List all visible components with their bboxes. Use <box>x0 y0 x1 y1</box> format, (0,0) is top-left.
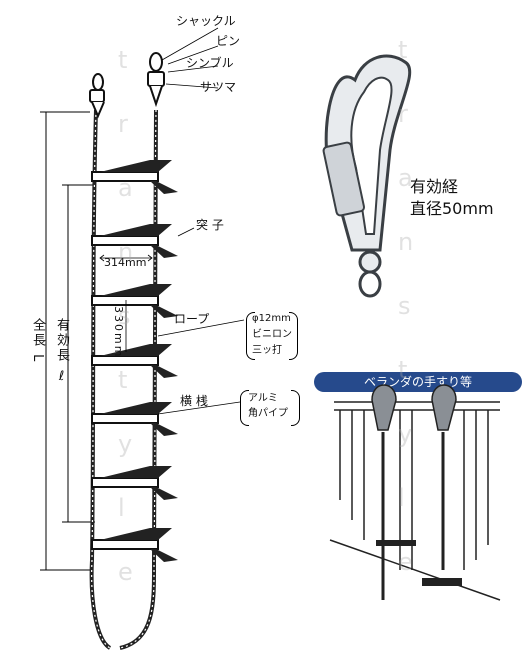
hook-caption-line2: 直径50mm <box>410 199 494 218</box>
watermark-letter: l <box>118 494 125 522</box>
rung <box>91 160 178 194</box>
rung-spacing-label: 330mm <box>112 306 125 359</box>
rope-spec-weave: 三ッ打 <box>252 345 282 356</box>
total-length-dimension <box>40 111 90 571</box>
effective-length-dimension <box>62 184 95 523</box>
rung <box>91 284 178 318</box>
watermark-letter: a <box>118 174 133 202</box>
watermark-letter: n <box>118 238 134 266</box>
carabiner-hook-icon <box>322 54 412 298</box>
railing-icon <box>329 401 501 601</box>
watermark-letter: t <box>398 36 408 64</box>
rope-spec-material: ビニロン <box>252 329 292 340</box>
rung-width-dimension <box>99 254 153 352</box>
thimble-label: シンブル <box>186 56 234 70</box>
rung-spec-material: アルミ <box>248 393 278 404</box>
total-length-label: 全長 L <box>30 318 45 364</box>
watermark-letter: r <box>398 100 408 128</box>
watermark-letter: l <box>398 484 405 512</box>
pin-label: ピン <box>216 34 241 48</box>
rung-width-label: 314mm <box>104 256 147 269</box>
sleeve-label: サツマ <box>200 80 237 94</box>
watermark-letter: t <box>398 356 408 384</box>
rung <box>91 224 178 258</box>
hook-right-icon <box>431 384 457 431</box>
effective-length-label: 有効長 ℓ <box>54 318 69 387</box>
rung <box>91 344 178 378</box>
shackle-label: シャックル <box>176 14 236 28</box>
rung <box>91 528 178 562</box>
rung <box>91 402 178 436</box>
shackle-left-icon <box>89 73 105 119</box>
hook-caption: 有効経 直径50mm <box>410 176 494 220</box>
watermark-letter: a <box>398 164 413 192</box>
watermark-letter: e <box>398 548 413 576</box>
hook-left-icon <box>371 384 397 431</box>
watermark-letter: t <box>118 366 128 394</box>
protrusion-label: 突 子 <box>196 218 224 232</box>
hanging-ropes <box>381 432 445 600</box>
shackle-right-icon <box>147 52 165 108</box>
rungs <box>91 160 178 562</box>
watermark-letter: r <box>118 110 128 138</box>
watermark-letter: n <box>398 228 414 256</box>
watermark-letter: y <box>118 430 133 458</box>
hanging-rungs <box>376 540 462 586</box>
watermark-letter: s <box>118 302 131 330</box>
rope-spec-diameter: φ12mm <box>252 313 291 324</box>
watermark-letter: e <box>118 558 133 586</box>
leader-lines <box>157 27 245 415</box>
hook-caption-line1: 有効経 <box>410 177 459 196</box>
watermark-letter: t <box>118 46 128 74</box>
rung-label: 横 桟 <box>180 394 208 408</box>
watermark-letter: s <box>398 292 411 320</box>
rung <box>91 466 178 500</box>
watermark-letter: y <box>398 420 413 448</box>
rope-left <box>89 109 112 650</box>
rung-spec-shape: 角パイプ <box>248 408 288 419</box>
rope-label: ロープ <box>174 312 210 326</box>
